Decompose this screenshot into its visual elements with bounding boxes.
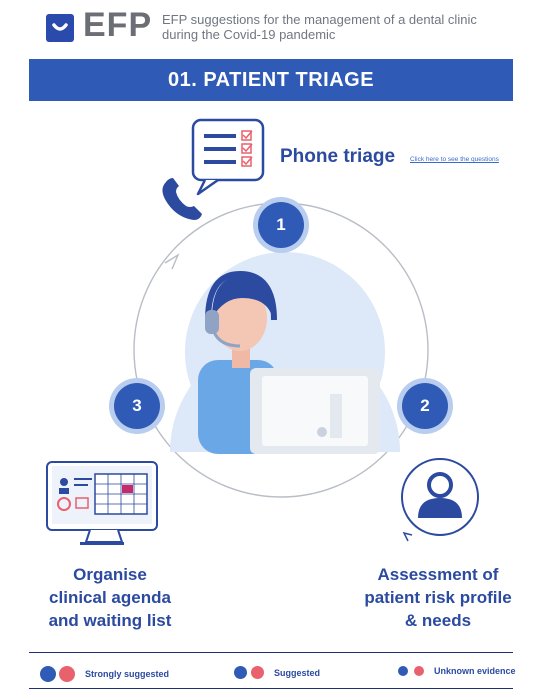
header-subtitle-line1: EFP suggestions for the management of a … bbox=[162, 12, 477, 27]
step-2-title-line2: patient risk profile bbox=[364, 588, 512, 607]
agenda-monitor-icon bbox=[46, 461, 158, 545]
cycle-arrow-icon bbox=[164, 253, 180, 270]
header-subtitle-line2: during the Covid-19 pandemic bbox=[162, 27, 336, 42]
phone-triage-title: Phone triage bbox=[280, 146, 396, 167]
patient-profile-icon bbox=[401, 458, 479, 542]
legend-dot-red-large bbox=[59, 666, 75, 682]
legend-dot-blue-small bbox=[398, 666, 408, 676]
call-operator-illustration bbox=[170, 252, 400, 454]
legend-suggested: Suggested bbox=[234, 666, 320, 679]
step-2-title: Assessment of patient risk profile & nee… bbox=[345, 563, 531, 632]
efp-logo-text: EFP bbox=[83, 6, 153, 44]
triage-diagram bbox=[46, 118, 479, 545]
questions-link[interactable]: Click here to see the questions bbox=[410, 156, 499, 163]
legend-unknown-evidence: Unknown evidence bbox=[398, 666, 516, 676]
step-1-badge: 1 bbox=[258, 202, 304, 248]
step-2-title-line3: & needs bbox=[404, 611, 472, 630]
step-3-title-line3: and waiting list bbox=[48, 611, 172, 630]
section-title: 01. PATIENT TRIAGE bbox=[29, 59, 513, 101]
chat-checklist-icon bbox=[191, 118, 265, 196]
step-3-badge: 3 bbox=[114, 383, 160, 429]
step-3-title-line1: Organise bbox=[73, 565, 147, 584]
legend-label: Suggested bbox=[274, 667, 321, 678]
legend-label: Unknown evidence bbox=[434, 666, 516, 676]
header-subtitle: EFP suggestions for the management of a … bbox=[162, 12, 532, 42]
step-2-badge: 2 bbox=[402, 383, 448, 429]
legend-dot-red-medium bbox=[251, 666, 264, 679]
phone-handset-icon bbox=[162, 178, 202, 220]
legend-bottom-divider bbox=[29, 688, 513, 689]
efp-logo-mark bbox=[46, 14, 74, 42]
step-3-title-line2: clinical agenda bbox=[49, 588, 171, 607]
legend-dot-red-small bbox=[414, 666, 424, 676]
legend-dot-blue-large bbox=[40, 666, 56, 682]
legend-top-divider bbox=[29, 652, 513, 653]
legend-dot-blue-medium bbox=[234, 666, 247, 679]
step-3-title: Organise clinical agenda and waiting lis… bbox=[22, 563, 198, 632]
step-2-title-line1: Assessment of bbox=[377, 565, 499, 584]
legend-label: Strongly suggested bbox=[85, 669, 170, 679]
legend-strongly-suggested: Strongly suggested bbox=[40, 666, 169, 682]
